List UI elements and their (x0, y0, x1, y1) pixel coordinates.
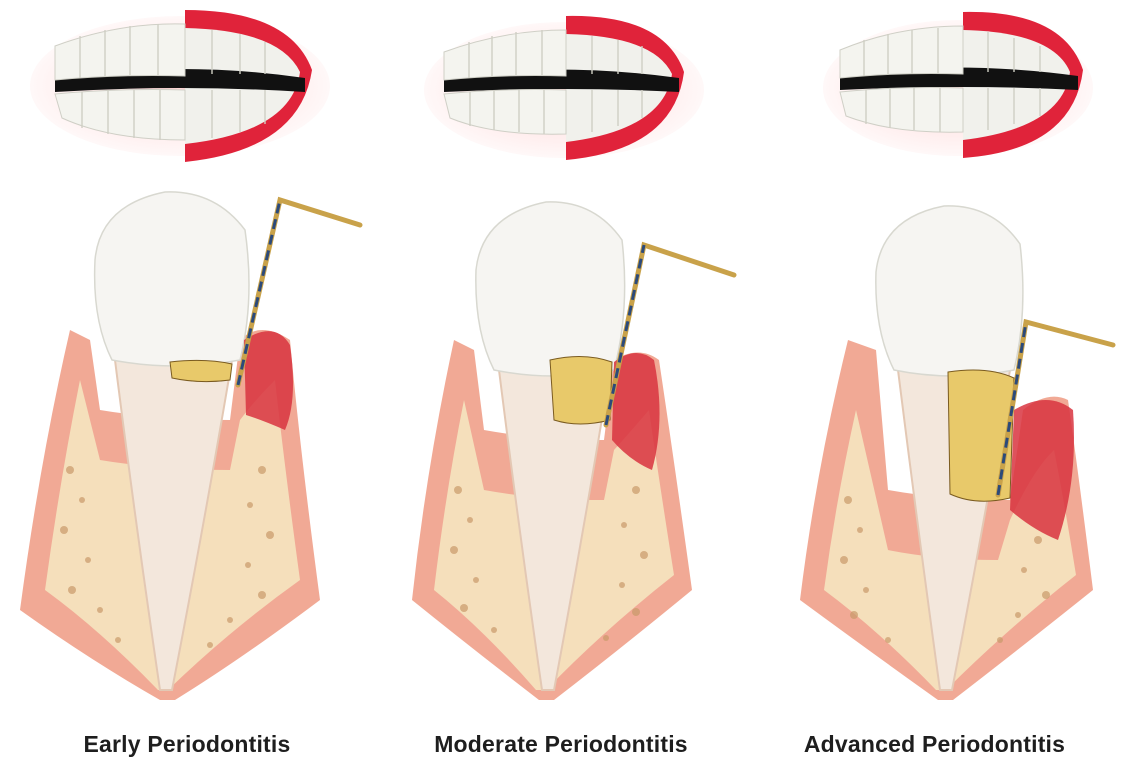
stage-moderate-panel: Moderate Periodontitis (374, 0, 748, 767)
stage-advanced-panel: Advanced Periodontitis (748, 0, 1121, 767)
stage-label: Moderate Periodontitis (374, 731, 748, 758)
smile-teeth-row (823, 12, 1093, 158)
smile-teeth-row (424, 16, 704, 160)
stage-early-illustration (0, 0, 374, 725)
stage-advanced-illustration (748, 0, 1121, 725)
plaque-deposit (170, 360, 232, 381)
stage-label: Advanced Periodontitis (748, 731, 1121, 758)
stage-label: Early Periodontitis (0, 731, 374, 758)
plaque-deposit (550, 356, 612, 424)
stage-early-panel: Early Periodontitis (0, 0, 374, 767)
smile-teeth-row (30, 10, 330, 162)
stage-moderate-illustration (374, 0, 748, 725)
inflamed-gum (244, 331, 293, 430)
plaque-deposit (948, 370, 1014, 501)
